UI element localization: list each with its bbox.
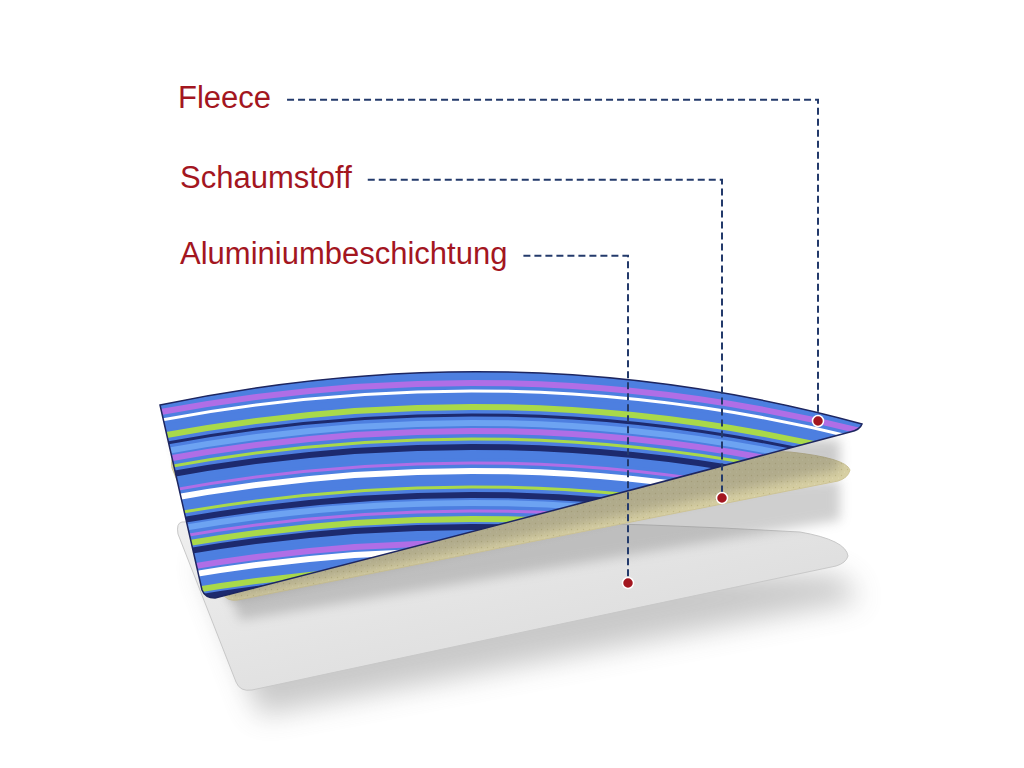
- fleece-stripe: [140, 615, 880, 668]
- fleece-stripe: [140, 647, 880, 700]
- fleece-stripe: [140, 671, 880, 724]
- fleece-layer: [140, 320, 880, 732]
- fleece-stripe: [140, 567, 880, 620]
- fleece-stripe: [140, 599, 880, 652]
- fleece-stripe: [140, 623, 880, 676]
- layer-label: Fleece: [178, 80, 271, 116]
- fleece-stripe: [140, 559, 880, 612]
- fleece-stripe: [140, 583, 880, 636]
- leader-line: [368, 180, 722, 492]
- fleece-stripe: [140, 551, 880, 604]
- fleece-stripe: [140, 607, 880, 660]
- fleece-stripe: [140, 639, 880, 692]
- leader-dot: [717, 493, 728, 504]
- fleece-stripe: [140, 527, 880, 580]
- fleece-stripe: [140, 655, 880, 708]
- fleece-stripe: [140, 575, 880, 628]
- fleece-stripe: [140, 663, 880, 716]
- fleece-stripe: [140, 679, 880, 732]
- fleece-stripe: [140, 591, 880, 644]
- layer-label: Schaumstoff: [180, 160, 352, 196]
- fleece-stripe: [140, 631, 880, 684]
- leader-line: [523, 256, 628, 577]
- leader-lines: [287, 100, 823, 589]
- fleece-outline: [160, 372, 862, 598]
- layer-label: Aluminiumbeschichtung: [180, 236, 507, 272]
- leader-dot: [623, 578, 634, 589]
- leader-dot: [813, 416, 824, 427]
